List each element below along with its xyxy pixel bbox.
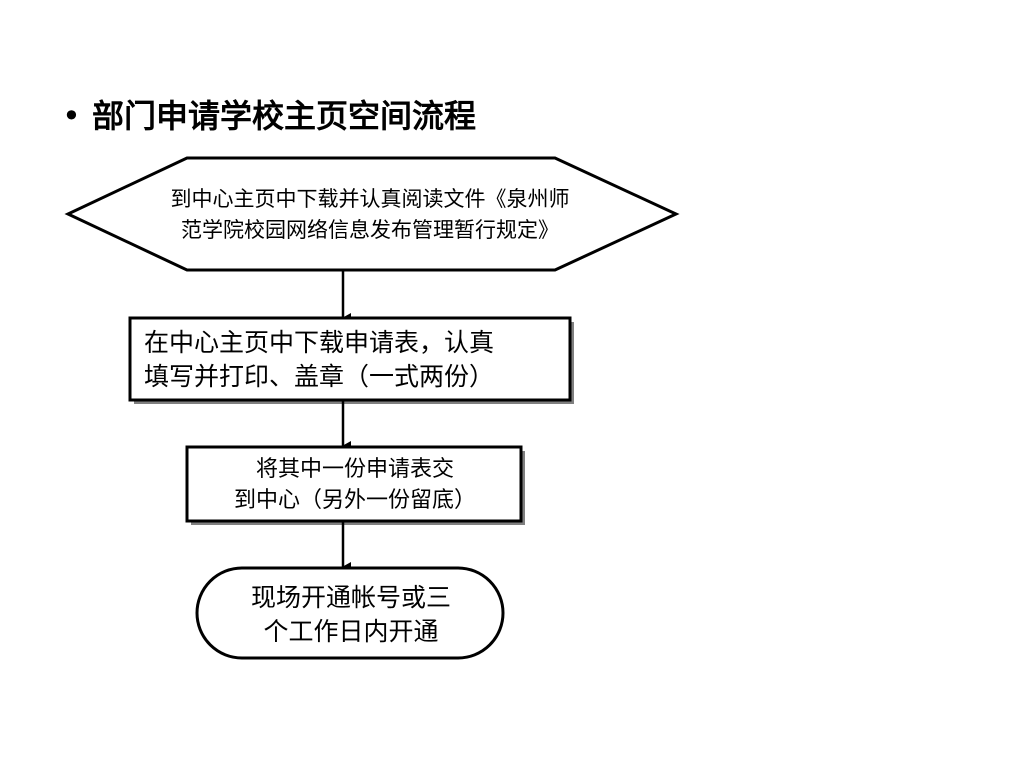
step-3-rectangle-shape (185, 445, 523, 523)
step-4-text: 现场开通帐号或三 个工作日内开通 (250, 583, 451, 646)
slide-title: • 部门申请学校主页空间流程 (62, 94, 476, 138)
step-1-text: 到中心主页中下载并认真阅读文件《泉州师 范学院校园网络信息发布管理暂行规定》 (170, 187, 570, 242)
step-1-hexagon-shape (64, 156, 680, 272)
step-2-text: 在中心主页中下载申请表，认真 填写并打印、盖章（一式两份） (144, 328, 495, 391)
bullet-marker: • (62, 97, 81, 135)
step-4-rounded-shape (195, 566, 505, 660)
step-2-rectangle-shape (128, 316, 572, 402)
step-3-text: 将其中一份申请表交 到中心（另外一份留底） (233, 457, 476, 513)
slide-title-text: 部门申请学校主页空间流程 (92, 97, 477, 135)
